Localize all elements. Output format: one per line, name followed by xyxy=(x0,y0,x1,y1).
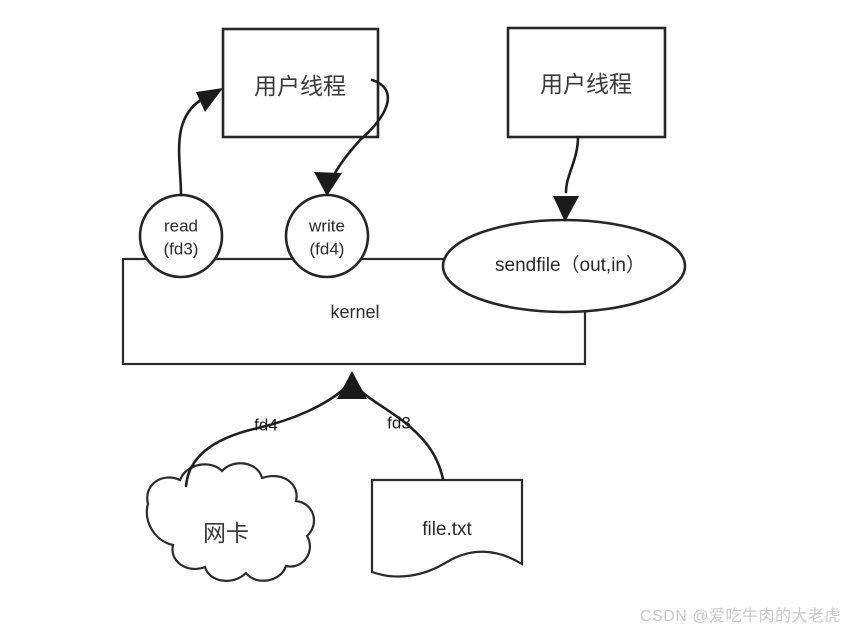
edge-read-to-user-thread-line xyxy=(177,98,203,197)
edge-user-thread-to-write xyxy=(314,78,390,196)
read-call-label-line2: (fd3) xyxy=(164,239,199,258)
node-nic[interactable]: 网卡 xyxy=(145,462,316,582)
edge-user-thread-to-sendfile-line xyxy=(564,135,580,194)
nic-cloud-shape xyxy=(145,462,316,582)
file-document-shape xyxy=(370,478,524,578)
nic-label: 网卡 xyxy=(203,520,249,546)
edge-file-to-kernel xyxy=(356,386,445,481)
read-call-circle xyxy=(138,193,224,279)
write-call-circle xyxy=(284,193,370,279)
edge-label-fd4: fd4 xyxy=(254,415,278,434)
edge-label-fd3: fd3 xyxy=(387,413,411,432)
user-thread-right-rect xyxy=(506,26,667,139)
edge-user-thread-to-write-line xyxy=(327,78,390,188)
sendfile-call-ellipse xyxy=(441,218,687,314)
node-read-call[interactable]: read (fd3) xyxy=(138,193,224,279)
edge-nic-to-kernel xyxy=(184,386,347,488)
edge-read-to-user-thread xyxy=(177,88,223,197)
edge-to-kernel-arrowhead xyxy=(337,371,367,399)
node-sendfile-call[interactable]: sendfile（out,in） xyxy=(441,218,687,314)
node-user-thread-left[interactable]: 用户线程 xyxy=(221,27,380,139)
user-thread-right-label: 用户线程 xyxy=(540,71,632,97)
edge-user-thread-to-sendfile-arrowhead xyxy=(553,196,579,222)
sendfile-call-label: sendfile（out,in） xyxy=(495,254,645,276)
edge-nic-to-kernel-line xyxy=(184,386,347,488)
edge-to-kernel-arrowhead-group xyxy=(337,371,367,399)
edge-user-thread-to-write-arrowhead xyxy=(314,172,342,196)
kernel-label: kernel xyxy=(330,302,379,322)
edge-file-to-kernel-line xyxy=(356,386,445,481)
node-user-thread-right[interactable]: 用户线程 xyxy=(506,26,667,139)
edge-user-thread-to-sendfile xyxy=(553,135,580,222)
read-call-label-line1: read xyxy=(164,216,198,235)
edge-read-to-user-thread-arrowhead xyxy=(196,88,223,112)
file-label: file.txt xyxy=(422,519,472,540)
node-file[interactable]: file.txt xyxy=(370,478,524,578)
node-write-call[interactable]: write (fd4) xyxy=(284,193,370,279)
write-call-label-line2: (fd4) xyxy=(310,239,345,258)
csdn-watermark: CSDN @爱吃牛肉的大老虎 xyxy=(639,608,841,625)
user-thread-left-label: 用户线程 xyxy=(254,73,346,99)
write-call-label-line1: write xyxy=(308,216,345,235)
user-thread-left-rect xyxy=(221,27,380,139)
